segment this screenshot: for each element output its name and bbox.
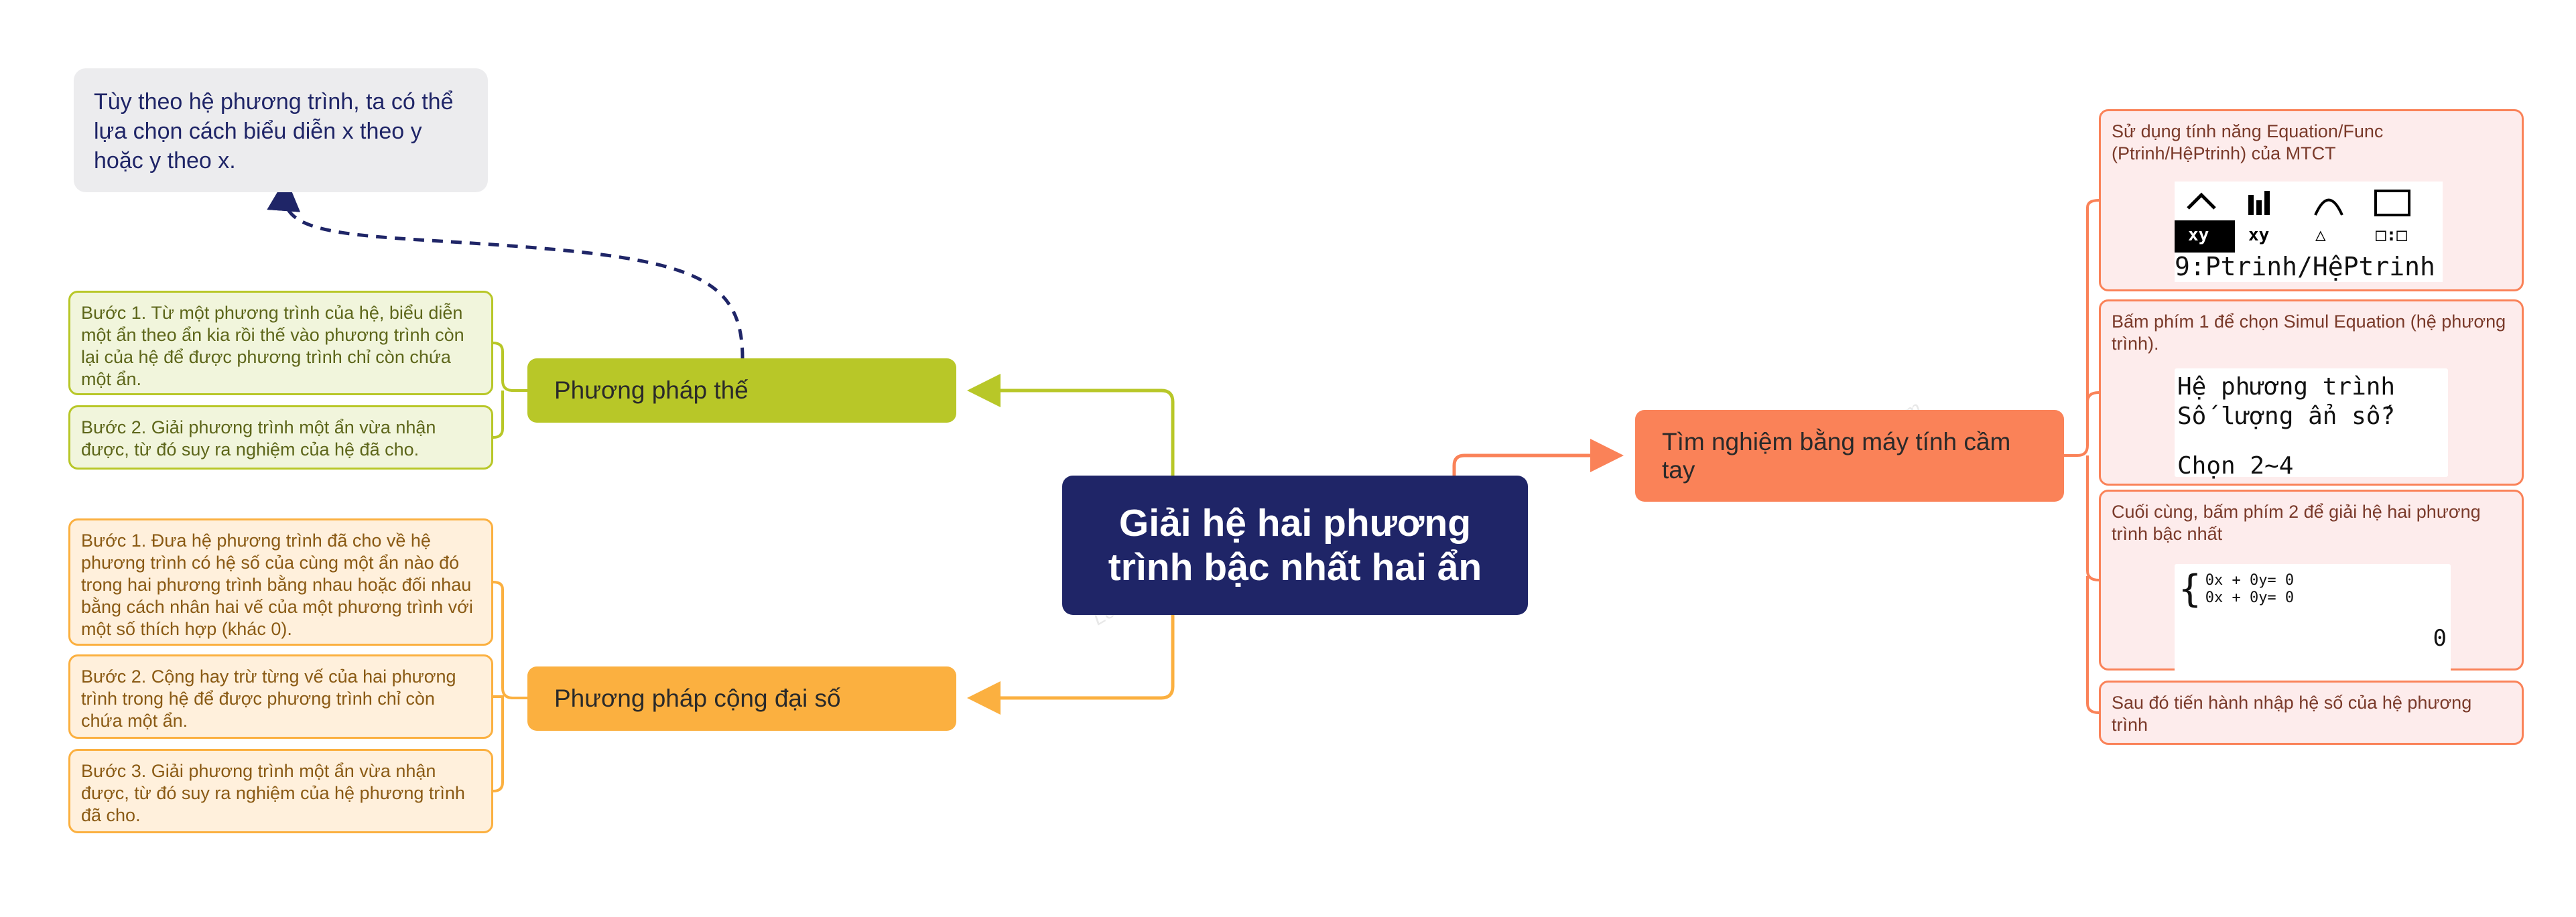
simul-line-2: Số lượng ẩn số? <box>2177 403 2396 430</box>
matrix-row-1: 0x + 0y= 0 <box>2205 572 2295 589</box>
simul-line-3: Chọn 2~4 <box>2177 452 2294 480</box>
calculator-menu-icons: xy xy △ □:□ 9:Ptrinh/HệPtrinh <box>2175 182 2443 282</box>
svg-text:xy: xy <box>2188 225 2209 245</box>
svg-text:xy: xy <box>2248 225 2269 245</box>
mt-step-3-text: Cuối cùng, bấm phím 2 để giải hệ hai phư… <box>2112 502 2481 544</box>
mt-step-1: Sử dụng tính năng Equation/Func (Ptrinh/… <box>2099 109 2524 291</box>
svg-text:□:□: □:□ <box>2376 225 2407 245</box>
mt-step-2: Bấm phím 1 để chọn Simul Equation (hệ ph… <box>2099 299 2524 486</box>
branch-may-tinh: Tìm nghiệm bằng máy tính cầm tay <box>1635 410 2064 502</box>
matrix-result: 0 <box>2433 625 2447 652</box>
the-step-1: Bước 1. Từ một phương trình của hệ, biểu… <box>68 291 493 395</box>
svg-text:△: △ <box>2315 225 2326 245</box>
calculator-menu-screen: xy xy △ □:□ 9:Ptrinh/HệPtrinh <box>2175 182 2443 282</box>
mt-step-3: Cuối cùng, bấm phím 2 để giải hệ hai phư… <box>2099 490 2524 678</box>
mt-step-4: Sau đó tiến hành nhập hệ số của hệ phươn… <box>2099 681 2524 745</box>
cong-step-2: Bước 2. Cộng hay trừ từng vế của hai phư… <box>68 654 493 739</box>
cong-step-3: Bước 3. Giải phương trình một ẩn vừa nhậ… <box>68 749 493 833</box>
branch-phuong-phap-cong: Phương pháp cộng đại số <box>527 666 956 731</box>
calculator-matrix-screen: { 0x + 0y= 0 0x + 0y= 0 0 <box>2175 564 2451 678</box>
cong-step-1: Bước 1. Đưa hệ phương trình đã cho về hệ… <box>68 518 493 646</box>
central-topic: Giải hệ hai phương trình bậc nhất hai ẩn <box>1062 476 1528 615</box>
the-step-2: Bước 2. Giải phương trình một ẩn vừa nhậ… <box>68 405 493 470</box>
mt-step-2-text: Bấm phím 1 để chọn Simul Equation (hệ ph… <box>2112 311 2506 354</box>
mt-step-1-text: Sử dụng tính năng Equation/Func (Ptrinh/… <box>2112 121 2384 163</box>
branch-phuong-phap-the: Phương pháp thế <box>527 358 956 423</box>
note-box: Tùy theo hệ phương trình, ta có thể lựa … <box>74 68 488 192</box>
brace-icon: { <box>2179 567 2201 611</box>
matrix-row-2: 0x + 0y= 0 <box>2205 589 2295 606</box>
simul-line-1: Hệ phương trình <box>2177 373 2396 401</box>
calculator-simul-screen: Hệ phương trình Số lượng ẩn số? Chọn 2~4 <box>2175 368 2448 480</box>
menu-caption: 9:Ptrinh/HệPtrinh <box>2175 252 2435 281</box>
